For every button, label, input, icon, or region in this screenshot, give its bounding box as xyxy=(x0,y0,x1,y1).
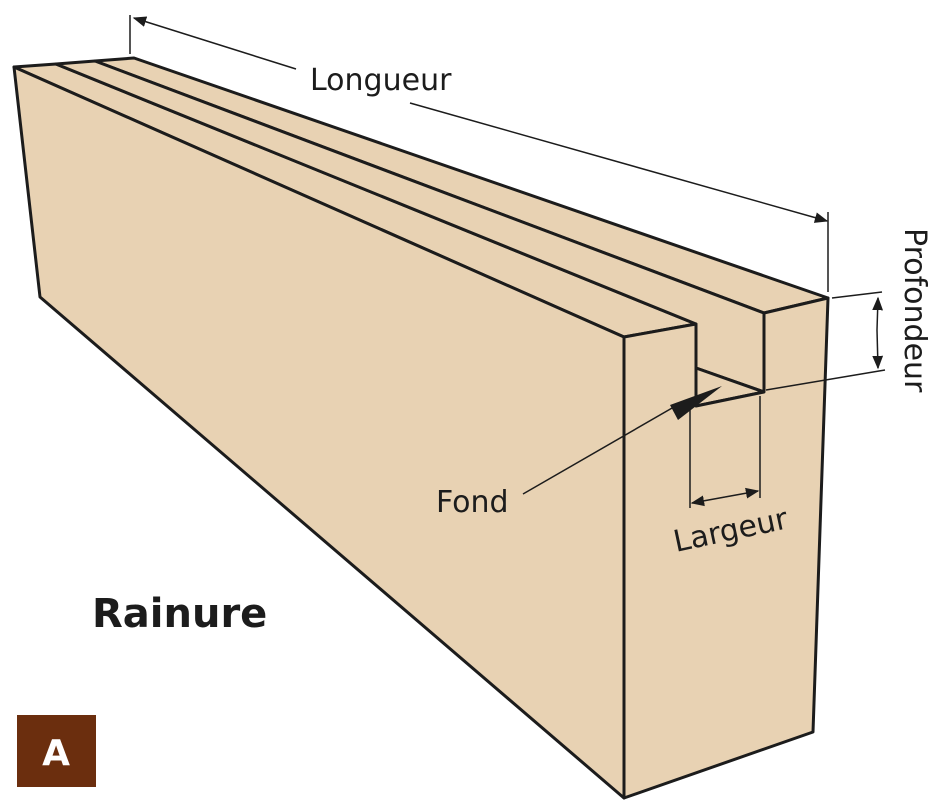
depth-label: Profondeur xyxy=(897,228,932,393)
bottom-leader-arrowhead xyxy=(670,386,722,420)
width-dimension xyxy=(689,396,761,508)
width-arrow xyxy=(690,495,726,507)
length-arrow-left xyxy=(132,16,297,70)
depth-extension-bottom xyxy=(765,369,886,391)
width-arrow-right xyxy=(724,487,760,499)
depth-arrow-lower xyxy=(872,329,884,370)
depth-arrow xyxy=(872,296,884,331)
length-arrow-right xyxy=(409,102,829,223)
badge-box xyxy=(17,715,96,787)
length-label: Longueur xyxy=(310,63,452,98)
depth-dimension xyxy=(765,291,886,391)
diagram-title: Rainure xyxy=(92,591,267,637)
badge-letter: A xyxy=(42,733,70,774)
wood-board xyxy=(12,56,830,800)
bottom-label: Fond xyxy=(436,485,509,520)
depth-extension-top xyxy=(831,291,883,299)
end-face xyxy=(622,296,830,800)
bottom-leader xyxy=(522,386,722,495)
length-dimension xyxy=(129,15,829,292)
